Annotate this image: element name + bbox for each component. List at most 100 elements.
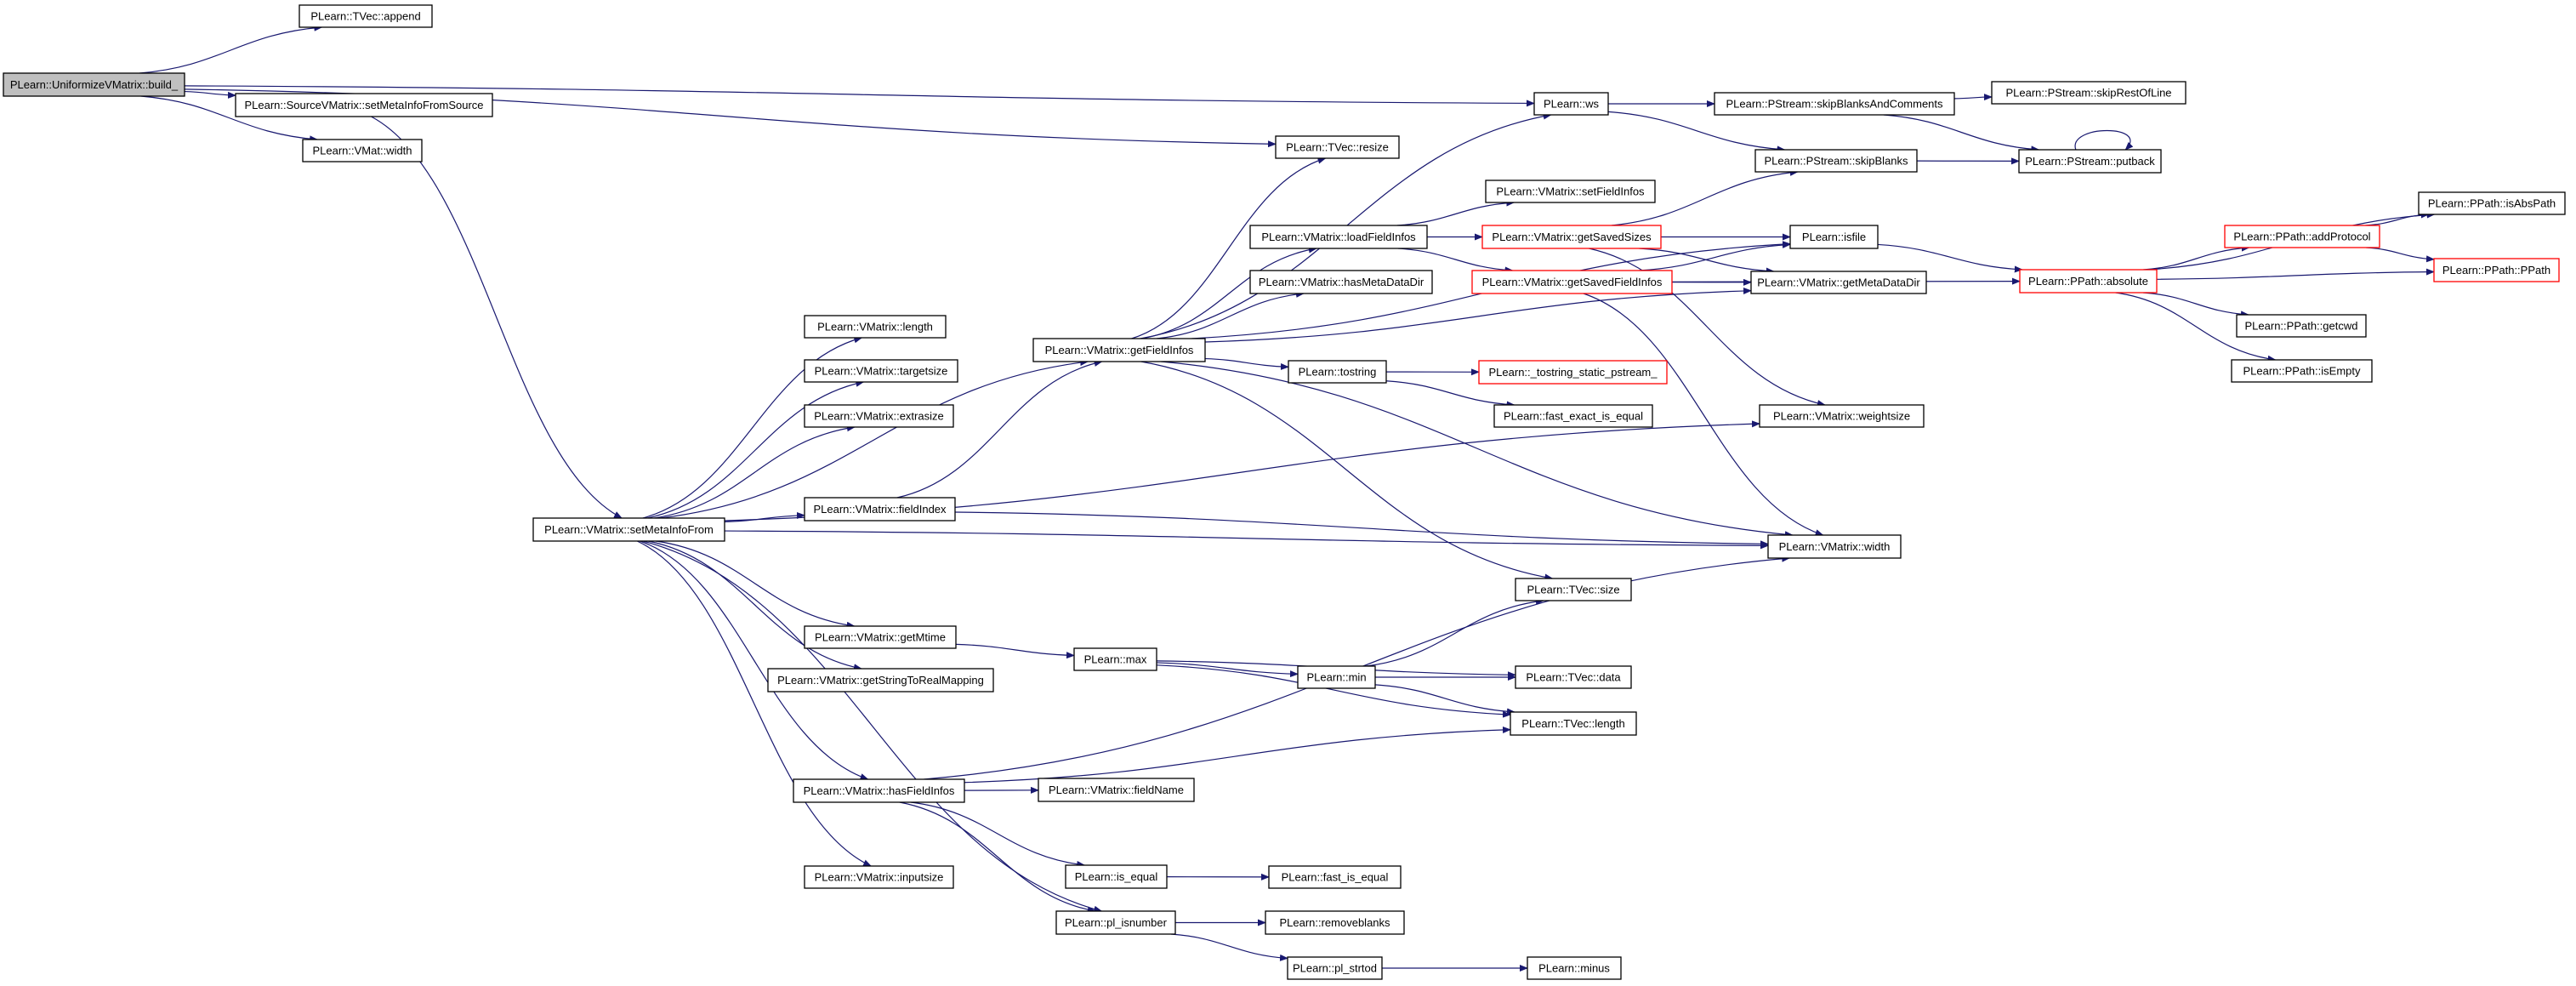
node-vm-extrasize[interactable]: PLearn::VMatrix::extrasize	[804, 404, 954, 428]
node-fast-exact-is-equal[interactable]: PLearn::fast_exact_is_equal	[1493, 404, 1653, 428]
node-vm-getstrmap[interactable]: PLearn::VMatrix::getStringToRealMapping	[767, 668, 994, 692]
edge-vm_getsavedsizes-to-ps_skipblanks	[1611, 168, 1799, 226]
edge-vm_getsavedfieldinfos-to-isfile	[1638, 241, 1791, 271]
node-smi-from[interactable]: PLearn::VMatrix::setMetaInfoFrom	[532, 517, 725, 542]
node-vm-hasmetadatadir[interactable]: PLearn::VMatrix::hasMetaDataDir	[1249, 270, 1433, 294]
node-ps-skiprestofline[interactable]: PLearn::PStream::skipRestOfLine	[1991, 81, 2186, 105]
edge-vm_getfieldinfos-to-vm_hasmetadatadir	[1156, 290, 1305, 339]
node-pp-absolute[interactable]: PLearn::PPath::absolute	[2019, 269, 2158, 294]
node-pl-strtod[interactable]: PLearn::pl_strtod	[1287, 956, 1383, 980]
node-vm-weightsize[interactable]: PLearn::VMatrix::weightsize	[1759, 404, 1925, 428]
node-box	[1991, 81, 2186, 105]
node-box	[1759, 404, 1925, 428]
node-label: PLearn::TVec::data	[1526, 671, 1621, 684]
node-ps-skipblanksandcomments[interactable]: PLearn::PStream::skipBlanksAndComments	[1714, 92, 1955, 116]
node-ps-skipblanks[interactable]: PLearn::PStream::skipBlanks	[1754, 149, 1918, 173]
node-box	[1510, 711, 1637, 736]
node-label: PLearn::TVec::length	[1521, 717, 1624, 730]
node-box	[1767, 534, 1902, 559]
node-label: PLearn::VMatrix::hasMetaDataDir	[1259, 276, 1424, 288]
node-vmat-width[interactable]: PLearn::VMat::width	[302, 139, 423, 162]
node-label: PLearn::PPath::addProtocol	[2233, 231, 2370, 243]
node-ws[interactable]: PLearn::ws	[1533, 92, 1609, 116]
node-tvec-append[interactable]: PLearn::TVec::append	[299, 4, 433, 28]
node-tvec-length[interactable]: PLearn::TVec::length	[1510, 711, 1637, 736]
edge-vm_getfieldinfos-to-vm_width	[1161, 361, 1794, 539]
node-label: PLearn::VMatrix::loadFieldInfos	[1261, 231, 1416, 243]
node-label: PLearn::VMatrix::getMtime	[815, 631, 946, 644]
node-vm-getsavedsizes[interactable]: PLearn::VMatrix::getSavedSizes	[1481, 225, 1662, 249]
node-isfile[interactable]: PLearn::isfile	[1789, 225, 1879, 249]
node-tvec-resize[interactable]: PLearn::TVec::resize	[1275, 135, 1400, 159]
node-label: PLearn::pl_isnumber	[1065, 916, 1168, 929]
node-box	[1275, 135, 1400, 159]
node-box	[1268, 865, 1402, 889]
node-max[interactable]: PLearn::max	[1073, 647, 1157, 671]
node-label: PLearn::VMatrix::getStringToRealMapping	[777, 674, 984, 687]
edge-smi_from-to-vm_targetsize	[646, 379, 865, 519]
node-label: PLearn::is_equal	[1075, 870, 1158, 883]
edge-smi_from-to-vm_hasfieldinfos	[640, 540, 869, 780]
node-build[interactable]: PLearn::UniformizeVMatrix::build_	[3, 72, 185, 97]
node-pl-isnumber[interactable]: PLearn::pl_isnumber	[1055, 910, 1176, 935]
node-pp-isabspath[interactable]: PLearn::PPath::isAbsPath	[2418, 191, 2566, 215]
node-pp-isempty[interactable]: PLearn::PPath::isEmpty	[2231, 359, 2373, 383]
node-box	[767, 668, 994, 692]
node-minus[interactable]: PLearn::minus	[1527, 956, 1622, 980]
node-vm-getmtime[interactable]: PLearn::VMatrix::getMtime	[804, 625, 957, 649]
node-vm-getfieldinfos[interactable]: PLearn::VMatrix::getFieldInfos	[1032, 338, 1206, 362]
node-box	[1065, 864, 1168, 889]
node-box	[804, 625, 957, 649]
node-tostring-static[interactable]: PLearn::_tostring_static_pstream_	[1478, 360, 1668, 385]
edge-smi_from-to-vm_getmtime	[655, 540, 856, 629]
node-vm-getsavedfieldinfos[interactable]: PLearn::VMatrix::getSavedFieldInfos	[1471, 270, 1673, 294]
node-vm-setfieldinfos[interactable]: PLearn::VMatrix::setFieldInfos	[1485, 180, 1656, 203]
node-box	[1515, 665, 1632, 689]
node-tvec-size[interactable]: PLearn::TVec::size	[1515, 578, 1632, 601]
node-vm-loadfieldinfos[interactable]: PLearn::VMatrix::loadFieldInfos	[1249, 225, 1428, 249]
node-label: PLearn::min	[1306, 671, 1366, 684]
node-box	[1515, 578, 1632, 601]
node-pp-getcwd[interactable]: PLearn::PPath::getcwd	[2236, 314, 2367, 338]
node-smi-source[interactable]: PLearn::SourceVMatrix::setMetaInfoFromSo…	[235, 93, 493, 117]
edge-vm_getfieldinfos-to-tvec_size	[1140, 361, 1554, 581]
node-pp-addprotocol[interactable]: PLearn::PPath::addProtocol	[2224, 225, 2380, 248]
node-box	[1754, 149, 1918, 173]
node-label: PLearn::VMatrix::hasFieldInfos	[804, 784, 955, 797]
edge-pp_addprotocol-to-pp_ppath	[2366, 247, 2435, 263]
node-label: PLearn::VMatrix::getFieldInfos	[1045, 344, 1194, 356]
edge-pp_absolute-to-pp_ppath	[2156, 268, 2435, 280]
node-label: PLearn::PStream::skipBlanks	[1764, 155, 1908, 168]
edge-vm_fieldindex-to-vm_width	[954, 511, 1769, 548]
node-tvec-data[interactable]: PLearn::TVec::data	[1515, 665, 1632, 689]
node-min[interactable]: PLearn::min	[1297, 665, 1376, 689]
node-vm-length[interactable]: PLearn::VMatrix::length	[804, 315, 947, 339]
node-fast-is-equal[interactable]: PLearn::fast_is_equal	[1268, 865, 1402, 889]
edge-ps_skipblanksandcomments-to-ps_putback	[1883, 114, 2040, 153]
node-box	[1265, 910, 1405, 935]
node-vm-getmetadatadir[interactable]: PLearn::VMatrix::getMetaDataDir	[1750, 271, 1927, 294]
node-tostring[interactable]: PLearn::tostring	[1288, 360, 1387, 384]
node-layer: PLearn::UniformizeVMatrix::build_PLearn:…	[3, 4, 2566, 980]
node-label: PLearn::fast_exact_is_equal	[1504, 410, 1643, 423]
node-is-equal[interactable]: PLearn::is_equal	[1065, 864, 1168, 889]
node-label: PLearn::minus	[1538, 962, 1610, 975]
node-vm-width[interactable]: PLearn::VMatrix::width	[1767, 534, 1902, 559]
node-label: PLearn::VMatrix::width	[1779, 540, 1891, 553]
node-label: PLearn::TVec::resize	[1286, 141, 1389, 154]
edge-vm_getfieldinfos-to-tvec_resize	[1131, 157, 1327, 339]
edge-vm_hasfieldinfos-to-is_equal	[910, 801, 1086, 868]
node-vm-targetsize[interactable]: PLearn::VMatrix::targetsize	[804, 359, 958, 383]
node-label: PLearn::PStream::skipRestOfLine	[2005, 87, 2171, 100]
node-box	[1789, 225, 1879, 249]
node-vm-fieldindex[interactable]: PLearn::VMatrix::fieldIndex	[804, 497, 956, 521]
node-vm-inputsize[interactable]: PLearn::VMatrix::inputsize	[804, 865, 954, 889]
node-vm-fieldname[interactable]: PLearn::VMatrix::fieldName	[1038, 778, 1195, 802]
node-pp-ppath[interactable]: PLearn::PPath::PPath	[2433, 258, 2560, 282]
node-ps-putback[interactable]: PLearn::PStream::putback	[2018, 149, 2162, 174]
node-label: PLearn::PPath::PPath	[2442, 264, 2550, 276]
node-removeblanks[interactable]: PLearn::removeblanks	[1265, 910, 1405, 935]
node-label: PLearn::VMatrix::length	[817, 321, 933, 333]
node-vm-hasfieldinfos[interactable]: PLearn::VMatrix::hasFieldInfos	[793, 778, 965, 803]
edge-tostring-to-fast_exact_is_equal	[1385, 380, 1515, 408]
